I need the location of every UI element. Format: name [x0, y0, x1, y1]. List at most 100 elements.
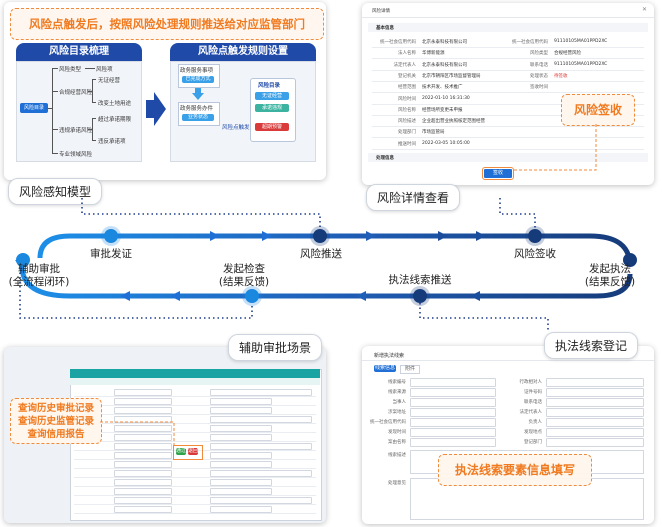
approval-form-field[interactable] [210, 470, 312, 477]
callout-connector [514, 124, 597, 171]
approval-form-field[interactable] [210, 398, 272, 405]
clue-form-input[interactable] [546, 388, 644, 397]
approval-query-callout: 查询历史审批记录 查询历史监管记录 查询信用报告 [10, 398, 102, 444]
approval-form-field[interactable] [114, 479, 172, 486]
approval-form-field[interactable] [114, 488, 172, 495]
detail-field-label: 统一社会信用代码 [512, 40, 548, 45]
approval-form-field[interactable] [114, 434, 172, 441]
approval-form-field[interactable] [114, 443, 172, 450]
clue-form-label: 案由名称 [388, 440, 406, 445]
risk-sign-callout: 风险签收 [561, 94, 635, 126]
approval-row-divider [74, 513, 316, 514]
approval-form-field[interactable] [114, 425, 172, 432]
clue-form-input[interactable] [410, 388, 496, 397]
approval-form-field[interactable] [114, 506, 172, 513]
approve-button[interactable]: 通过 [176, 448, 187, 455]
tree-trunk [48, 108, 52, 109]
clue-form-input[interactable] [410, 378, 496, 387]
rule-side-item: 无证经营 [255, 92, 289, 100]
approval-form-field[interactable] [210, 425, 272, 432]
detail-field-label: 处理状态 [530, 73, 548, 79]
rule-side-item: 承诺违规 [255, 104, 289, 112]
approval-form-field[interactable] [114, 497, 172, 504]
callout-approval-history: 查询历史审批记录 [17, 403, 94, 414]
approval-form-field[interactable] [210, 434, 272, 441]
branch-commitment: 违规承诺风险 [59, 128, 93, 134]
clue-form-label: 发现时间 [388, 430, 406, 435]
detail-row-divider [372, 126, 644, 128]
node-clue-push[interactable] [413, 289, 427, 303]
detail-section-other-bar [368, 153, 648, 162]
tree-branch-line [52, 68, 58, 69]
approval-form-field[interactable] [210, 488, 272, 495]
tree-leaf-line [88, 129, 92, 130]
approval-row-divider [74, 432, 316, 433]
approval-form-field[interactable] [114, 470, 172, 477]
clue-tab-attach[interactable]: 附件 [400, 365, 420, 374]
detail-field-value: 合规经营风险 [554, 51, 581, 57]
callout-regulation-history: 查询历史监管记录 [17, 416, 94, 427]
detail-field-label: 法人名称 [398, 51, 416, 57]
transition-arrow-icon [146, 92, 166, 126]
clue-form-input[interactable] [410, 438, 496, 447]
clue-fill-callout: 执法线索要素信息填写 [438, 454, 592, 486]
process-loop [15, 231, 633, 301]
clue-form-input[interactable] [410, 408, 496, 417]
risk-model-panel: 风险点触发后，按照风险处理规则推送给对应监管部门 风险目录梳理 风险目录 风险类… [4, 2, 326, 180]
tree-leaf-line [88, 91, 92, 92]
approval-form-field[interactable] [210, 497, 312, 504]
detail-section-basic-bar [368, 23, 648, 32]
detail-field-value: 91110105MA01PPD2XC [554, 39, 608, 44]
node-inspection[interactable] [245, 289, 259, 303]
approval-form-field[interactable] [114, 407, 172, 414]
tree-leaf-line [92, 118, 93, 140]
flow-label-risk-push: 风险推送 [300, 248, 342, 260]
approval-form-field[interactable] [210, 479, 272, 486]
approval-form-field[interactable] [210, 389, 312, 396]
leaf-unlicensed: 无证经营 [98, 78, 121, 84]
approval-form-field[interactable] [114, 461, 172, 468]
clue-form-input[interactable] [546, 378, 644, 387]
detail-field-value: 91110105MA01PPD2XC [554, 61, 608, 67]
close-icon[interactable]: ✕ [642, 6, 648, 13]
clue-form-label: 当事人 [392, 400, 407, 405]
clue-form-input[interactable] [546, 398, 644, 407]
approval-form-field[interactable] [114, 452, 172, 459]
detail-row-divider [372, 103, 644, 105]
approval-form-field[interactable] [114, 389, 172, 396]
clue-tab-info[interactable]: 线索信息 [374, 365, 396, 372]
clue-form-input[interactable] [546, 428, 644, 437]
flow-label-license-issue: 审批发证 [90, 248, 132, 260]
approval-form-field[interactable] [210, 416, 312, 423]
clue-form-input[interactable] [410, 398, 496, 407]
approval-form-field[interactable] [210, 407, 272, 414]
detail-field-value: 2022-01-10 16:31:30 [422, 95, 470, 101]
node-law-enforce[interactable] [623, 253, 637, 267]
sign-button[interactable]: 签收 [482, 167, 514, 180]
clue-form-input[interactable] [410, 418, 496, 427]
clue-form-input[interactable] [546, 408, 644, 417]
detail-field-value: 技术开发、技术推广 [422, 85, 463, 91]
approval-form-field[interactable] [114, 398, 172, 405]
approval-form-field[interactable] [210, 452, 272, 459]
approval-row-divider [74, 468, 316, 469]
node-approval-return[interactable] [16, 253, 30, 267]
clue-form-label: 线索来源 [388, 390, 406, 395]
detail-field-value: 市场监管局 [422, 130, 445, 136]
approval-form-field[interactable] [210, 506, 272, 513]
clue-form-label: 联系电话 [524, 400, 542, 405]
tree-vertical [52, 68, 53, 153]
node-risk-push[interactable] [313, 229, 327, 243]
detail-field-value: 北京市朝阳区市场监督管理局 [422, 73, 481, 79]
approval-form-field[interactable] [210, 443, 312, 450]
node-risk-sign[interactable] [528, 229, 542, 243]
clue-form-input[interactable] [546, 438, 644, 447]
node-license-issue[interactable] [104, 229, 118, 243]
clue-form-input[interactable] [410, 428, 496, 437]
reject-button[interactable]: 退回 [188, 448, 199, 455]
clue-form-input[interactable] [546, 418, 644, 427]
approval-row-divider [74, 414, 316, 415]
detail-row-divider [372, 69, 644, 71]
approval-form-field[interactable] [210, 461, 272, 468]
